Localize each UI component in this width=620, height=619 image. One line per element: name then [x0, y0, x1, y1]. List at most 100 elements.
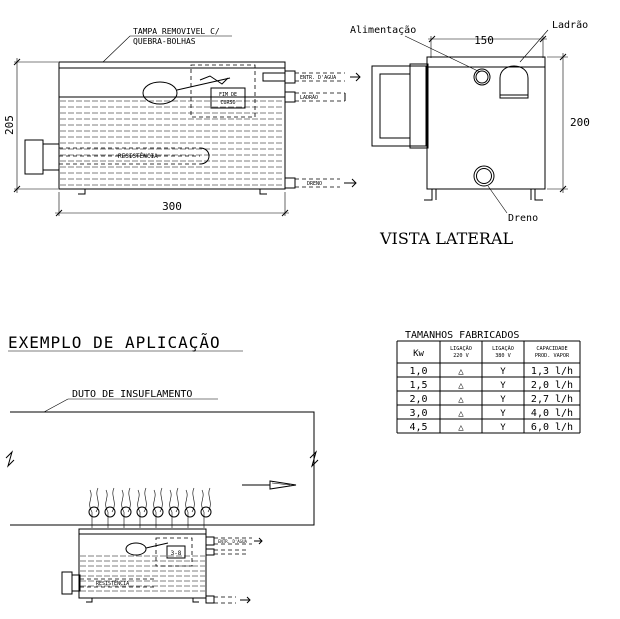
- dim-205-tick-bottom: [13, 185, 21, 193]
- overflow-fitting: [284, 91, 346, 103]
- duct-break-left: [5, 450, 15, 468]
- humidifier-water: [80, 555, 205, 592]
- side-foot-left: [424, 189, 437, 201]
- foot-left: [78, 189, 86, 195]
- steam-nozzles: [88, 487, 212, 528]
- humidifier-heater-label: RESISTÊNCIA: [96, 579, 129, 587]
- application-title: EXEMPLO DE APLICAÇÃO: [8, 333, 221, 352]
- dim-200-tick-top: [559, 53, 567, 61]
- table-cell: Y: [500, 409, 506, 419]
- front-section-view: TAMPA REMOVIVEL C/ QUEBRA-BOLHAS: [3, 27, 361, 217]
- dim-300-tick-left: [55, 209, 63, 217]
- dim-300-tick-right: [281, 209, 289, 217]
- table-cell: 1,0: [409, 366, 427, 377]
- table-cell: Y: [500, 395, 506, 405]
- humidifier-body: [78, 528, 207, 599]
- humidifier-switch-label: 3-8: [171, 550, 182, 557]
- table-cell: △: [458, 423, 464, 433]
- table-cell: △: [458, 381, 464, 391]
- table-cell: 4,0 l/h: [531, 408, 573, 419]
- supply-port: [473, 68, 491, 86]
- water-hatching: [60, 100, 284, 186]
- dim-150-tick-left: [428, 35, 436, 43]
- lid-label-line1: TAMPA REMOVIVEL C/: [133, 27, 220, 36]
- heater-housing: [371, 65, 427, 147]
- humidifier-inlet: [205, 536, 263, 546]
- humidifier-foot-left: [86, 598, 93, 603]
- overflow-label: LADRÃO: [300, 94, 318, 101]
- table-cell: Y: [500, 367, 506, 377]
- table-cell: △: [458, 395, 464, 405]
- table-cell: 3,0: [409, 408, 427, 419]
- table-header-cell: 380 V: [495, 353, 511, 359]
- drain-fitting: [284, 177, 357, 189]
- heater-label: RESISTÊNCIA: [118, 152, 158, 160]
- humidifier-float: [125, 542, 147, 556]
- table-header-cell: CAPACIDADE: [536, 346, 567, 352]
- table-header-cell: 220 V: [453, 353, 469, 359]
- table-header-cell: LIGAÇÃO: [450, 345, 472, 352]
- heater-flange: [409, 63, 429, 149]
- dim-200-value: 200: [570, 116, 590, 129]
- limit-switch-line1: FIM DE: [219, 92, 237, 98]
- humidifier-switch-box: [155, 537, 193, 567]
- water-inlet-label: ENTR. D'AGUA: [300, 75, 336, 81]
- table-header-cell: LIGAÇÃO: [492, 345, 514, 352]
- duct-label: DUTO DE INSUFLAMENTO: [72, 389, 192, 400]
- float-arm: [176, 77, 231, 91]
- side-view: Alimentação Ladrão 150 Dreno: [350, 20, 590, 248]
- airflow-arrow: [242, 480, 297, 490]
- supply-leader: [404, 35, 481, 73]
- table-cell: 6,0 l/h: [531, 422, 573, 433]
- table-cell: △: [458, 367, 464, 377]
- limit-switch-line2: CURSO: [220, 100, 235, 106]
- lid-label-line2: QUEBRA-BOLHAS: [133, 37, 196, 46]
- dim-205-tick-top: [13, 58, 21, 66]
- lid-leader: [102, 35, 131, 63]
- duct: [10, 411, 315, 526]
- drain-label: DRENO: [307, 181, 322, 187]
- application-example: EXEMPLO DE APLICAÇÃO DUTO DE INSUFLAMENT…: [5, 333, 319, 604]
- heater-housing-inner: [379, 73, 411, 139]
- overflow-side-label: Ladrão: [552, 20, 588, 31]
- water-inlet-fitting: [262, 70, 361, 84]
- humidifier-heater: [61, 571, 156, 595]
- heater-element: [24, 139, 210, 175]
- dim-150-value: 150: [474, 34, 494, 47]
- table-cell: 4,5: [409, 422, 427, 433]
- tank-body: [58, 61, 286, 190]
- table-cell: 1,5: [409, 380, 427, 391]
- dim-200-tick-bottom: [559, 185, 567, 193]
- table-cell: 2,0 l/h: [531, 380, 573, 391]
- humidifier-overflow: [205, 548, 248, 556]
- table-header-cell: PROD. VAPOR: [535, 353, 570, 359]
- dim-300-value: 300: [162, 200, 182, 213]
- side-body: [426, 56, 546, 190]
- supply-port-inner: [475, 70, 489, 84]
- airflow-arrow-hatch: [271, 482, 291, 486]
- duct-leader: [43, 398, 69, 413]
- foot-right: [259, 189, 267, 195]
- table-cell: 1,3 l/h: [531, 366, 573, 377]
- duct-break-right: [309, 450, 319, 468]
- overflow-port: [499, 65, 529, 99]
- table-cell: Y: [500, 423, 506, 433]
- drain-port: [473, 165, 495, 187]
- sizes-table-title: TAMANHOS FABRICADOS: [405, 330, 519, 341]
- drain-leader: [487, 185, 508, 214]
- drain-side-label: Dreno: [508, 213, 538, 224]
- humidifier-foot-right: [192, 598, 199, 603]
- limit-switch-lever: [199, 75, 229, 85]
- table-cell: 2,7 l/h: [531, 394, 573, 405]
- side-foot-right: [530, 189, 543, 201]
- humidifier-switch: [166, 545, 186, 559]
- table-header-cell: Kw: [413, 349, 424, 359]
- side-view-title: VISTA LATERAL: [379, 229, 514, 248]
- dim-205-value: 205: [3, 115, 16, 135]
- limit-switch: [210, 87, 246, 109]
- table-cell: Y: [500, 381, 506, 391]
- limit-switch-box: [190, 64, 256, 118]
